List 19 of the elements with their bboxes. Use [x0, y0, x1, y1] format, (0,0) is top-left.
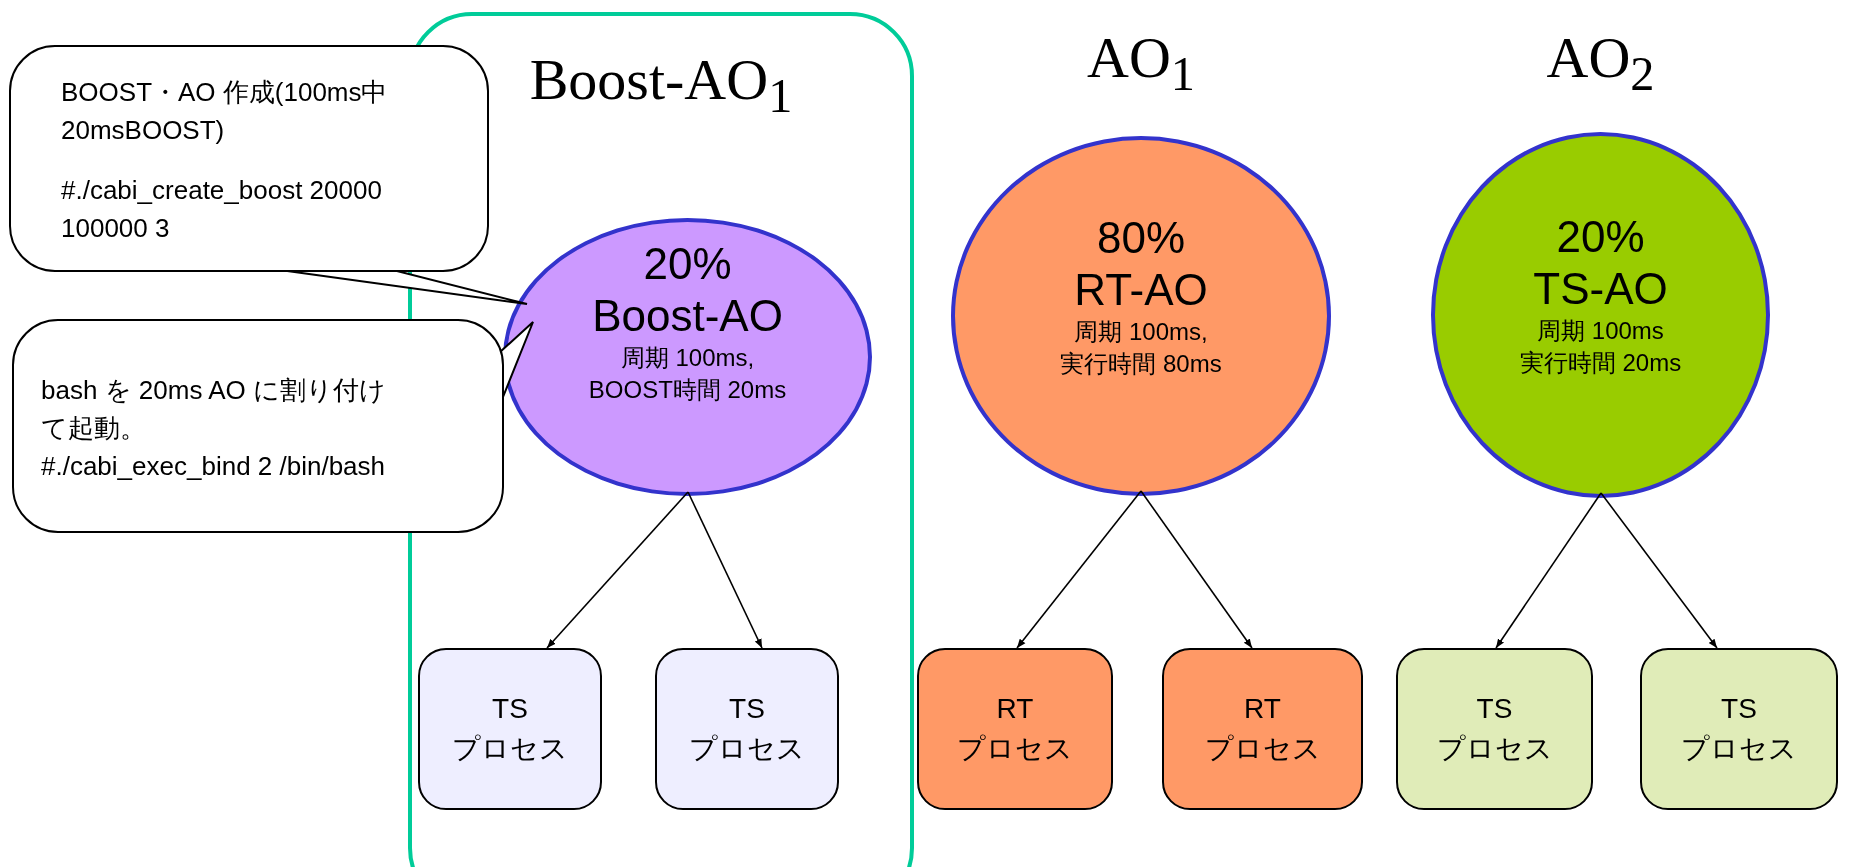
- process-box: RT プロセス: [917, 648, 1113, 810]
- box-title: Boost-AO$_{1}$: [528, 46, 794, 123]
- arrow: [1140, 490, 1253, 649]
- arrow: [1600, 492, 1718, 649]
- process-box: RT プロセス: [1162, 648, 1363, 810]
- process-box: TS プロセス: [655, 648, 839, 810]
- arrow: [687, 491, 763, 649]
- arrow: [1016, 490, 1142, 649]
- arrow: [546, 491, 689, 649]
- ao-circle: 20% TS-AO 周期 100ms 実行時間 20ms: [1431, 132, 1770, 498]
- process-box: TS プロセス: [418, 648, 602, 810]
- ao-circle: 80% RT-AO 周期 100ms, 実行時間 80ms: [951, 136, 1331, 496]
- process-box: TS プロセス: [1640, 648, 1838, 810]
- arrow: [1495, 492, 1602, 649]
- speech-bubble: bash を 20ms AO に割り付けて起動。 #./cabi_exec_bind 2 /bin/bash: [12, 319, 504, 533]
- ao-circle: 20% Boost-AO 周期 100ms, BOOST時間 20ms: [503, 218, 872, 496]
- heading-label: AO$_{1}$: [1086, 24, 1196, 101]
- process-box: TS プロセス: [1396, 648, 1593, 810]
- heading-label: AO$_{2}$: [1545, 24, 1656, 101]
